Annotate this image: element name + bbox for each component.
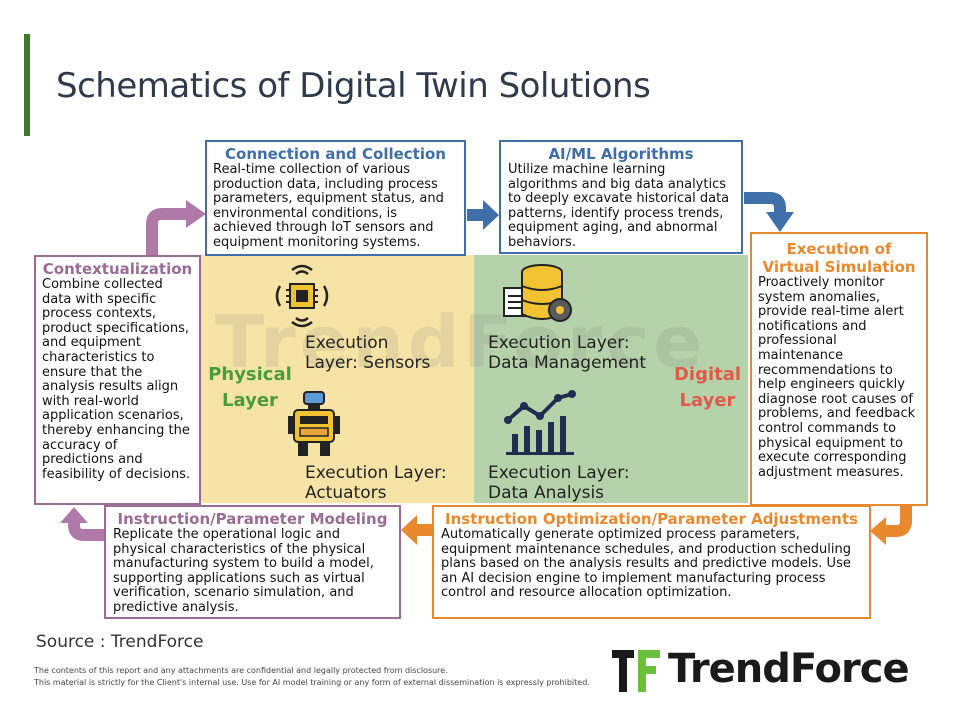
contextualization-title: Contextualization	[42, 260, 193, 278]
physical-layer-label-line1: Physical	[208, 364, 292, 385]
ai-ml-body: Utilize machine learning algorithms and …	[508, 162, 730, 250]
optimization-box: Instruction Optimization/Parameter Adjus…	[432, 505, 871, 619]
contextualization-body: Combine collected data with specific pro…	[42, 277, 191, 482]
execution-simulation-title: Execution of Virtual Simulation	[762, 240, 916, 276]
physical-layer-label: Physical Layer	[200, 362, 300, 414]
connection-collection-body: Real-time collection of various producti…	[213, 162, 444, 250]
execution-data-analysis-line2: Data Analysis	[488, 483, 605, 503]
execution-sensors-line1: Execution	[305, 333, 389, 353]
database-gear-icon	[503, 264, 572, 322]
source-label: Source : TrendForce	[36, 632, 204, 652]
contextualization-box: Contextualization Combine collected data…	[34, 255, 201, 505]
arrow-context-to-connection	[146, 200, 206, 256]
trendforce-logo-mark	[612, 650, 660, 692]
execution-simulation-box: Execution of Virtual Simulation Proactiv…	[750, 232, 928, 506]
instruction-modeling-body: Replicate the operational logic and phys…	[113, 527, 374, 615]
execution-actuators-label: Execution Layer: Actuators	[305, 463, 447, 503]
optimization-body: Automatically generate optimized process…	[441, 527, 851, 601]
execution-data-analysis-line1: Execution Layer:	[488, 463, 630, 483]
execution-actuators-line2: Actuators	[305, 483, 387, 503]
bar-chart-trend-icon	[504, 390, 576, 455]
ai-ml-title: AI/ML Algorithms	[548, 145, 694, 163]
confidentiality-footnote: The contents of this report and any atta…	[34, 666, 448, 675]
connection-collection-title: Connection and Collection	[225, 145, 446, 163]
trendforce-logo-text: TrendForce	[668, 646, 910, 692]
execution-actuators-line1: Execution Layer:	[305, 463, 447, 483]
physical-layer-panel	[200, 255, 474, 503]
execution-sensors-line2: Layer: Sensors	[305, 353, 431, 373]
execution-data-management-line2: Data Management	[488, 353, 646, 373]
sensor-chip-icon	[275, 264, 329, 328]
ai-ml-box: AI/ML Algorithms Utilize machine learnin…	[499, 140, 743, 254]
robot-actuator-icon	[288, 391, 340, 456]
execution-data-management-label: Execution Layer: Data Management	[488, 333, 646, 373]
arrow-ai-to-execution	[744, 192, 794, 232]
arrow-modeling-to-context	[60, 507, 106, 541]
connection-collection-box: Connection and Collection Real-time coll…	[205, 140, 466, 256]
arrow-optimization-to-modeling	[401, 515, 433, 545]
execution-data-analysis-label: Execution Layer: Data Analysis	[488, 463, 630, 503]
title-accent-bar	[24, 34, 30, 136]
digital-layer-label-line1: Digital	[673, 364, 742, 385]
execution-simulation-body: Proactively monitor system anomalies, pr…	[758, 275, 916, 480]
arrow-connection-to-ai	[467, 200, 499, 230]
execution-sensors-label: Execution Layer: Sensors	[305, 333, 430, 373]
arrow-execution-to-optimization	[870, 505, 912, 545]
watermark: TrendForce	[215, 300, 707, 384]
instruction-modeling-box: Instruction/Parameter Modeling Replicate…	[104, 505, 401, 619]
instruction-modeling-title: Instruction/Parameter Modeling	[117, 510, 388, 528]
page-title: Schematics of Digital Twin Solutions	[56, 66, 651, 106]
optimization-title: Instruction Optimization/Parameter Adjus…	[445, 510, 858, 528]
physical-layer-label-line2: Layer	[222, 390, 278, 411]
digital-layer-label: Digital Layer	[660, 362, 755, 414]
usage-footnote: This material is strictly for the Client…	[34, 678, 590, 687]
execution-data-management-line1: Execution Layer:	[488, 333, 630, 353]
digital-layer-label-line2: Layer	[679, 390, 736, 411]
